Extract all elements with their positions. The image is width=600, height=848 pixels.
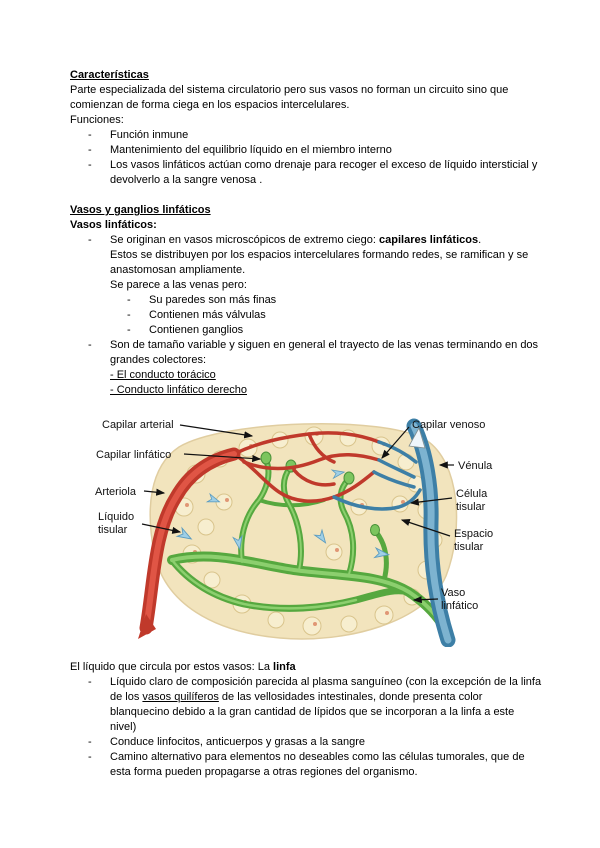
- document-content: Características Parte especializada del …: [0, 0, 600, 780]
- arterial-flow-arrow: [138, 614, 156, 639]
- list-item: Son de tamaño variable y siguen en gener…: [88, 338, 542, 398]
- subsection-title-vasos-linfaticos: Vasos linfáticos:: [70, 219, 157, 231]
- list-item-text: Función inmune: [110, 129, 189, 141]
- label-espacio-tisular-line2: tisular: [454, 541, 484, 553]
- list-item-text: Camino alternativo para elementos no des…: [110, 751, 525, 778]
- list-item-text: Contienen más válvulas: [149, 309, 266, 321]
- paragraph-linfa-lead: El líquido que circula por estos vasos: …: [70, 660, 542, 675]
- list-item: Camino alternativo para elementos no des…: [88, 750, 542, 780]
- inline-bold-capilares-linfaticos: capilares linfáticos: [379, 234, 479, 246]
- venous-flow-arrow: [408, 426, 426, 449]
- label-leader-lines: [141, 424, 454, 604]
- list-item: Líquido claro de composición parecida al…: [88, 675, 542, 735]
- paragraph-intro: Parte especializada del sistema circulat…: [70, 84, 509, 111]
- linfa-lead-text: El líquido que circula por estos vasos: …: [70, 661, 274, 673]
- list-item: Se originan en vasos microscópicos de ex…: [88, 233, 542, 338]
- list-item-text: .: [478, 234, 482, 246]
- capillary-diagram-svg: Capilar arterial Capilar linfático Arter…: [95, 418, 493, 648]
- list-item-text: Líquido claro de composición parecida al…: [110, 676, 542, 703]
- label-liquido-tisular-line1: Líquido: [98, 511, 134, 523]
- label-espacio-tisular-line1: Espacio: [454, 528, 493, 540]
- venule: [406, 418, 456, 648]
- list-item-continuation: Estos se distribuyen por los espacios in…: [110, 249, 529, 276]
- inline-underline-vasos-quiliferos: vasos quilíferos: [142, 691, 219, 703]
- diagram-labels: Capilar arterial Capilar linfático Arter…: [95, 419, 493, 612]
- label-capilar-arterial: Capilar arterial: [102, 419, 174, 431]
- list-item: Conduce linfocitos, anticuerpos y grasas…: [88, 735, 542, 750]
- list-item-text: Se originan en vasos microscópicos de ex…: [110, 234, 380, 246]
- linfa-list: Líquido claro de composición parecida al…: [70, 675, 542, 780]
- list-item-text: Contienen ganglios: [149, 324, 244, 336]
- label-venula: Vénula: [458, 460, 493, 472]
- colector-line: - El conducto torácico: [110, 369, 216, 381]
- vasos-list: Se originan en vasos microscópicos de ex…: [70, 233, 542, 398]
- colector-line: - Conducto linfático derecho: [110, 384, 247, 396]
- list-item-text: Son de tamaño variable y siguen en gener…: [110, 339, 539, 366]
- label-arteriola: Arteriola: [95, 486, 137, 498]
- label-celula-tisular-line2: tisular: [456, 501, 486, 513]
- list-item-text: Conduce linfocitos, anticuerpos y grasas…: [110, 736, 365, 748]
- label-capilar-linfatico: Capilar linfático: [96, 449, 171, 461]
- venas-comparacion-list: Su paredes son más finas Contienen más v…: [110, 293, 542, 338]
- label-liquido-tisular-line2: tisular: [98, 524, 128, 536]
- list-item-continuation: Se parece a las venas pero:: [110, 279, 247, 291]
- list-item: Contienen ganglios: [127, 323, 542, 338]
- label-vaso-linfatico-line2: linfático: [441, 600, 478, 612]
- label-capilar-venoso: Capilar venoso: [412, 419, 485, 431]
- label-celula-tisular-line1: Célula: [456, 488, 488, 500]
- capillary-diagram: Capilar arterial Capilar linfático Arter…: [94, 412, 508, 652]
- list-item-text: Su paredes son más finas: [149, 294, 277, 306]
- section-title-caracteristicas: Características: [70, 69, 149, 81]
- venous-capillaries: [332, 440, 422, 511]
- label-vaso-linfatico-line1: Vaso: [441, 587, 465, 599]
- list-item: Los vasos linfáticos actúan como drenaje…: [88, 158, 542, 188]
- list-item: Mantenimiento del equilibrio líquido en …: [88, 143, 542, 158]
- section-title-vasos-ganglios: Vasos y ganglios linfáticos: [70, 204, 211, 216]
- list-item: Función inmune: [88, 128, 542, 143]
- list-item-text: Mantenimiento del equilibrio líquido en …: [110, 144, 392, 156]
- funciones-list: Función inmune Mantenimiento del equilib…: [70, 128, 542, 188]
- list-item-text: Los vasos linfáticos actúan como drenaje…: [110, 159, 538, 186]
- arterial-capillaries: [232, 431, 381, 503]
- inline-bold-linfa: linfa: [273, 661, 296, 673]
- list-item: Contienen más válvulas: [127, 308, 542, 323]
- list-item-text: de las vellosidades intestinales, donde …: [110, 691, 515, 733]
- spacer: [70, 188, 542, 203]
- lymphatic-vessels: [167, 457, 447, 629]
- label-funciones: Funciones:: [70, 114, 124, 126]
- list-item: Su paredes son más finas: [127, 293, 542, 308]
- arteriole: [139, 447, 241, 635]
